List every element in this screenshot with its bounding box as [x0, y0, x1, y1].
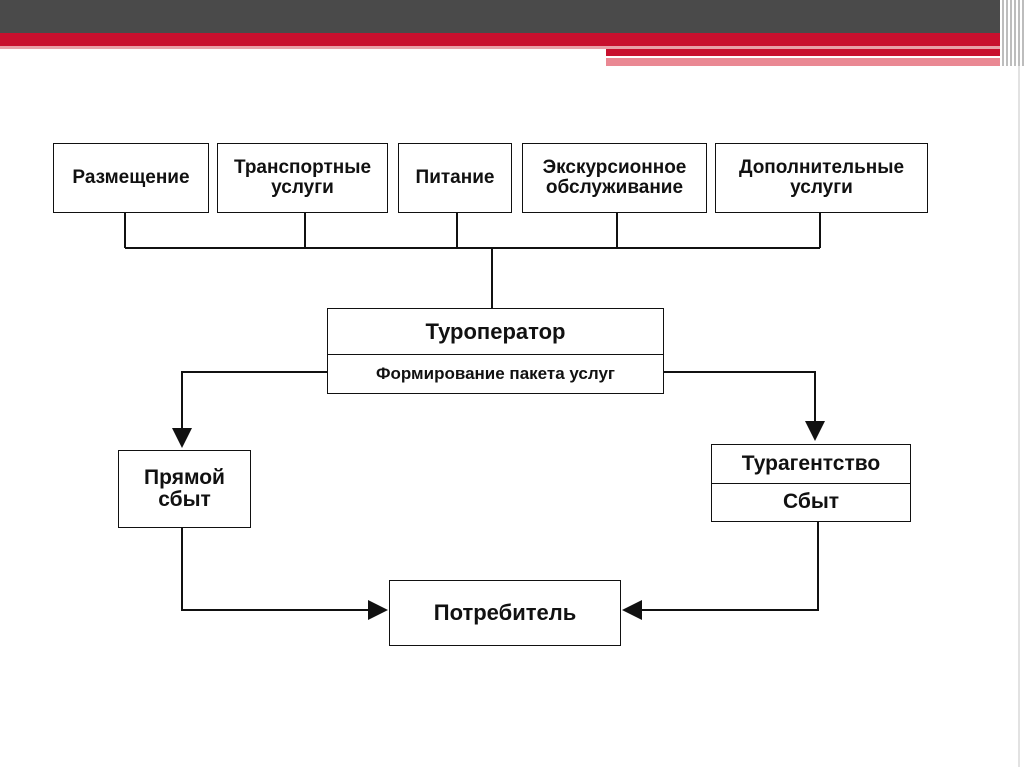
slide-accent-bar-light — [606, 58, 1000, 66]
arrow-direct-to-consumer — [368, 600, 388, 620]
tour-operator-box: Туроператор Формирование пакета услуг — [327, 308, 664, 394]
service-label: Питание — [415, 167, 495, 189]
connector-to-direct-sales — [181, 371, 327, 432]
slide-header-red-shadow — [0, 46, 1000, 49]
arrow-to-direct-sales — [172, 428, 192, 448]
travel-agency-box: Турагентство Сбыт — [711, 444, 911, 522]
slide-corner-stripes — [1000, 0, 1024, 66]
travel-agency-subtitle: Сбыт — [712, 482, 910, 522]
slide-accent-bar — [606, 49, 1000, 56]
tour-operator-title: Туроператор — [425, 318, 566, 344]
slide-header-bar — [0, 0, 1024, 33]
service-label: Транспортные услуги — [233, 157, 372, 198]
service-box-excursion: Экскурсионное обслуживание — [522, 143, 707, 213]
service-label: Дополнительные услуги — [738, 157, 905, 198]
slide-header-red-band — [0, 33, 1000, 46]
consumer-label: Потребитель — [433, 600, 577, 626]
service-label: Экскурсионное обслуживание — [542, 157, 687, 198]
travel-agency-title: Турагентство — [741, 451, 881, 475]
service-label: Размещение — [72, 167, 190, 189]
direct-sales-label: Прямой сбыт — [144, 465, 225, 511]
service-box-catering: Питание — [398, 143, 512, 213]
connector-agency-to-consumer — [640, 522, 819, 611]
slide-right-edge — [1018, 66, 1020, 767]
service-box-accommodation: Размещение — [53, 143, 209, 213]
connector-to-agency — [664, 371, 816, 425]
consumer-box: Потребитель — [389, 580, 621, 646]
arrow-to-agency — [805, 421, 825, 441]
service-box-transport: Транспортные услуги — [217, 143, 388, 213]
connector-direct-to-consumer — [181, 528, 370, 611]
tour-operator-subtitle: Формирование пакета услуг — [328, 354, 663, 393]
direct-sales-box: Прямой сбыт — [118, 450, 251, 528]
service-box-additional: Дополнительные услуги — [715, 143, 928, 213]
arrow-agency-to-consumer — [622, 600, 642, 620]
